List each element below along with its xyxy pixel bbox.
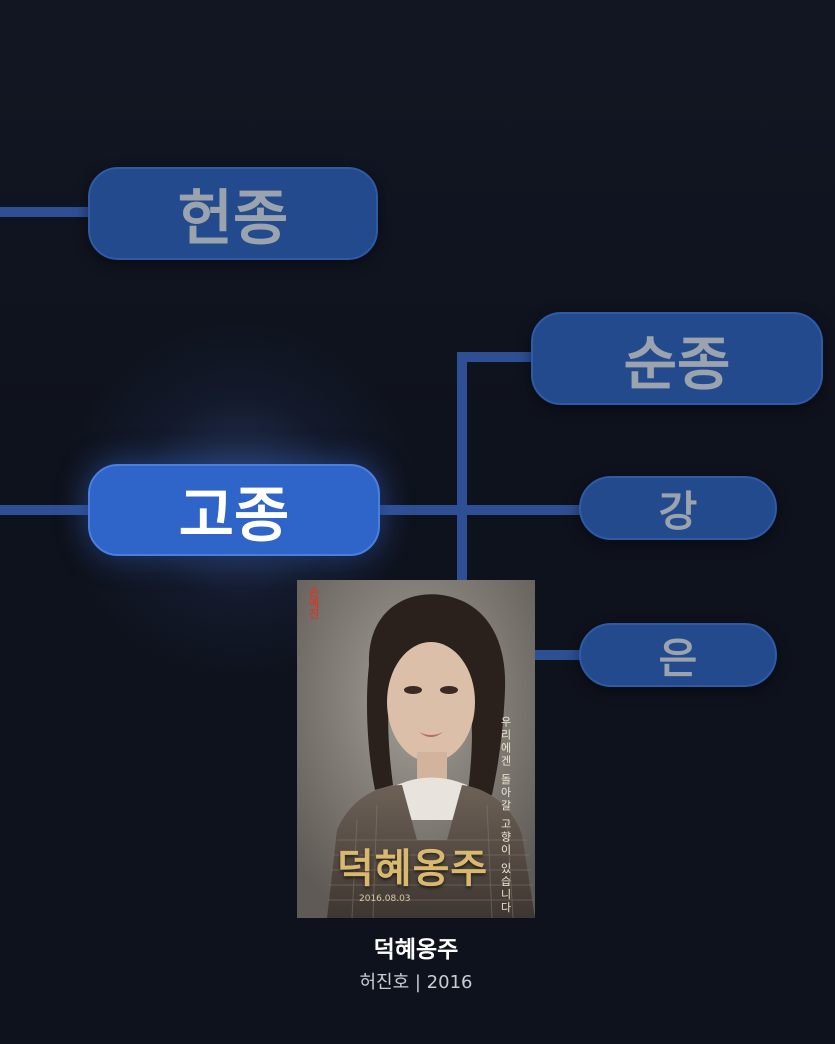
node-heonjong: 헌종 <box>88 167 378 260</box>
node-gang: 강 <box>579 476 777 540</box>
movie-poster: 손예진 우리에겐 돌아갈 고향이 있습니다 덕혜옹주 2016.08.03 <box>297 580 535 918</box>
node-gojong: 고종 <box>88 464 380 556</box>
connector-heonjong-left <box>0 207 92 217</box>
poster-release-date: 2016.08.03 <box>359 894 411 904</box>
connector-sunjong <box>457 352 537 362</box>
poster-caption-subtitle: 허진호 | 2016 <box>359 972 473 993</box>
node-heonjong-label: 헌종 <box>177 184 289 254</box>
poster-caption-title: 덕혜옹주 <box>373 937 459 963</box>
node-eun-label: 은 <box>658 633 698 683</box>
node-gojong-label: 고종 <box>178 480 290 551</box>
poster-actor-name: 손예진 <box>307 586 320 619</box>
node-gang-label: 강 <box>658 486 698 536</box>
poster-tagline: 우리에겐 돌아갈 고향이 있습니다 <box>499 716 512 915</box>
poster-title: 덕혜옹주 <box>337 845 489 892</box>
node-eun: 은 <box>579 623 777 687</box>
node-sunjong-label: 순종 <box>623 329 731 398</box>
connector-eun <box>532 650 587 660</box>
poster-artwork <box>297 580 535 918</box>
connector-trunk-vertical <box>457 352 467 584</box>
connector-gojong-right <box>377 505 587 515</box>
node-sunjong: 순종 <box>531 312 823 405</box>
connector-gojong-left <box>0 505 92 515</box>
